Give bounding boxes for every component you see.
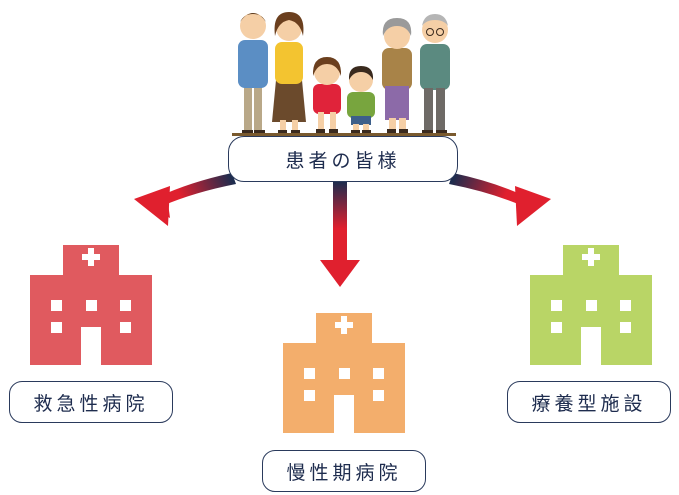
arrow-to-care bbox=[449, 173, 551, 226]
care-facility-label: 療養型施設 bbox=[507, 381, 671, 423]
girl-figure bbox=[312, 57, 342, 134]
arrow-to-acute bbox=[134, 173, 236, 226]
arrow-to-chronic bbox=[320, 182, 360, 287]
grandfather-figure bbox=[420, 14, 450, 135]
father-figure bbox=[238, 13, 268, 135]
grandmother-figure bbox=[382, 18, 412, 134]
boy-figure bbox=[347, 66, 375, 135]
hospital-building-icon bbox=[530, 245, 652, 365]
patients-label: 患者の皆様 bbox=[228, 136, 458, 182]
acute-hospital-label: 救急性病院 bbox=[9, 381, 173, 423]
mother-figure bbox=[272, 12, 306, 135]
hospital-building-icon bbox=[283, 313, 405, 433]
family-icon bbox=[232, 12, 456, 136]
chronic-hospital-label: 慢性期病院 bbox=[262, 450, 426, 492]
hospital-building-icon bbox=[30, 245, 152, 365]
